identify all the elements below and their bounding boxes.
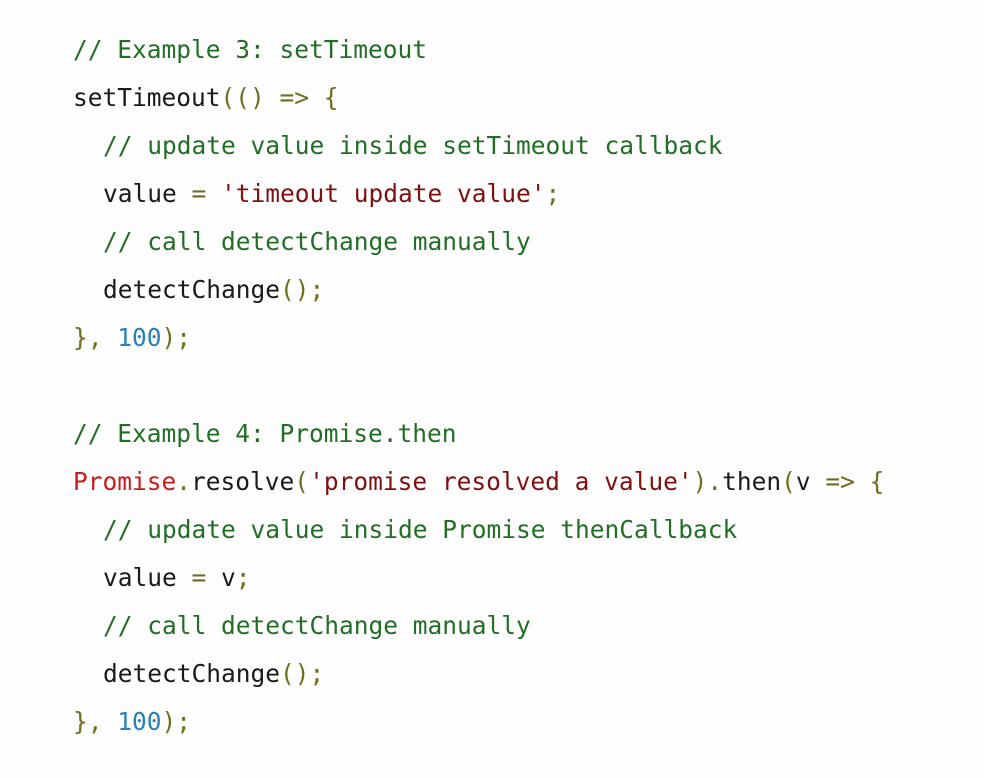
code-line: // call detectChange manually — [73, 608, 984, 656]
code-line: // Example 4: Promise.then — [73, 416, 984, 464]
code-token-punct: (() => { — [220, 83, 339, 112]
code-line: detectChange(); — [73, 656, 984, 704]
code-token-punct: ). — [692, 467, 723, 496]
code-line: }, 100); — [73, 704, 984, 752]
code-token-comment: // call detectChange manually — [103, 227, 531, 256]
code-line: // call detectChange manually — [73, 224, 984, 272]
code-token-comment: // update value inside setTimeout callba… — [103, 131, 723, 160]
code-token-plain: value — [103, 179, 192, 208]
code-token-punct: ); — [161, 323, 192, 352]
code-token-plain: value — [103, 563, 192, 592]
code-token-punct: }, — [73, 707, 118, 736]
code-line: // update value inside Promise thenCallb… — [73, 512, 984, 560]
code-token-punct: ; — [235, 563, 251, 592]
code-token-comment: // Example 4: Promise.then — [73, 419, 457, 448]
blank-line — [73, 368, 984, 416]
code-line: }, 100); — [73, 320, 984, 368]
code-token-punct: = — [191, 563, 222, 592]
code-line: Promise.resolve('promise resolved a valu… — [73, 464, 984, 512]
code-token-comment: // call detectChange manually — [103, 611, 531, 640]
code-token-number: 100 — [117, 707, 162, 736]
code-line: // Example 3: setTimeout — [73, 32, 984, 80]
code-token-number: 100 — [117, 323, 162, 352]
code-token-string: 'promise resolved a value' — [309, 467, 693, 496]
code-token-plain: resolve — [191, 467, 295, 496]
code-token-builtin: Promise — [73, 467, 177, 496]
code-token-comment: // Example 3: setTimeout — [73, 35, 428, 64]
code-line: setTimeout(() => { — [73, 80, 984, 128]
code-token-plain: detectChange — [103, 659, 281, 688]
code-line: // update value inside setTimeout callba… — [73, 128, 984, 176]
code-token-punct: (); — [280, 275, 325, 304]
code-token-punct: ( — [781, 467, 796, 496]
code-token-plain: setTimeout — [73, 83, 221, 112]
code-token-punct: }, — [73, 323, 118, 352]
code-line: value = v; — [73, 560, 984, 608]
code-token-punct: => { — [825, 467, 885, 496]
code-token-punct: (); — [280, 659, 325, 688]
code-token-punct: = — [191, 179, 222, 208]
code-token-string: 'timeout update value' — [221, 179, 546, 208]
code-line: value = 'timeout update value'; — [73, 176, 984, 224]
code-token-punct: ( — [294, 467, 310, 496]
code-token-plain: detectChange — [103, 275, 281, 304]
code-token-plain: then — [722, 467, 782, 496]
code-token-plain: v — [795, 467, 826, 496]
code-token-punct: ; — [545, 179, 561, 208]
code-token-punct: ); — [161, 707, 192, 736]
code-token-plain: v — [221, 563, 236, 592]
code-token-comment: // update value inside Promise thenCallb… — [103, 515, 738, 544]
code-line: detectChange(); — [73, 272, 984, 320]
code-token-punct: . — [176, 467, 192, 496]
